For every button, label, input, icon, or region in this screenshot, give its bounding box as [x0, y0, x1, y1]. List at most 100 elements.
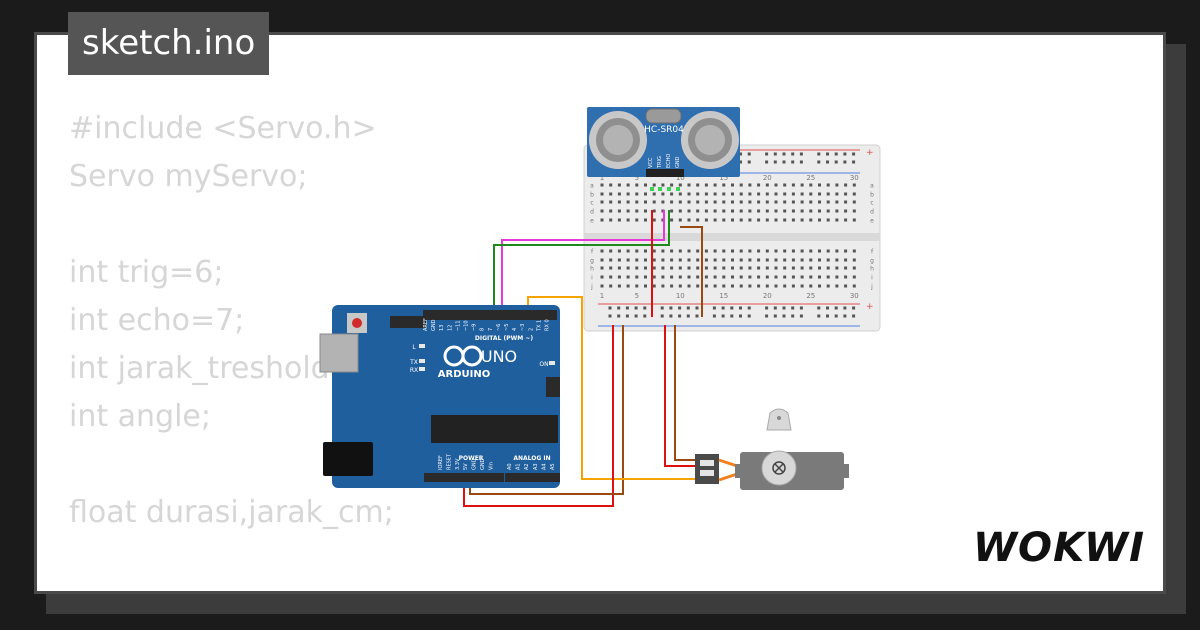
breadboard-hole: [713, 209, 717, 213]
breadboard-column-number: 1: [600, 292, 604, 300]
breadboard-hole: [669, 314, 673, 318]
digital-pin-label: 12: [447, 325, 453, 331]
power-pin-label: GND: [480, 458, 486, 470]
power-pin-label: IOREF: [438, 455, 444, 470]
breadboard-hole: [826, 249, 830, 253]
breadboard-hole: [774, 200, 778, 204]
breadboard-hole: [660, 314, 664, 318]
breadboard-hole: [844, 183, 848, 187]
breadboard-hole: [774, 258, 778, 262]
breadboard-hole: [791, 284, 795, 288]
breadboard-hole: [731, 249, 734, 253]
breadboard-hole: [652, 209, 656, 213]
breadboard-hole: [644, 275, 647, 279]
breadboard-hole: [747, 152, 751, 156]
breadboard-hole: [713, 192, 717, 196]
breadboard-hole: [670, 284, 674, 288]
breadboard-hole: [644, 218, 647, 222]
breadboard-hole: [748, 209, 752, 213]
digital-pin-label: RX 0: [545, 319, 551, 331]
breadboard-hole: [765, 275, 769, 279]
breadboard-hole: [609, 266, 613, 270]
breadboard-hole: [696, 266, 700, 270]
power-pin-label: 5V: [463, 463, 469, 470]
breadboard-hole: [660, 306, 664, 310]
breadboard-hole: [687, 284, 691, 288]
breadboard-hole: [609, 209, 613, 213]
breadboard-hole: [757, 200, 761, 204]
breadboard-hole: [617, 284, 621, 288]
breadboard-hole: [791, 249, 795, 253]
breadboard-hole: [739, 152, 742, 156]
breadboard-hole: [844, 275, 848, 279]
project-card[interactable]: #include <Servo.h> Servo myServo; int tr…: [34, 32, 1166, 594]
breadboard-hole: [678, 218, 682, 222]
breadboard-hole: [652, 249, 656, 253]
breadboard-hole: [809, 275, 813, 279]
breadboard-hole: [765, 200, 769, 204]
breadboard-hole: [783, 183, 787, 187]
breadboard-hole: [600, 258, 604, 262]
breadboard-hole: [626, 192, 630, 196]
breadboard-hole: [626, 183, 630, 187]
breadboard-hole: [748, 183, 752, 187]
breadboard-hole: [712, 314, 716, 318]
breadboard-hole: [617, 200, 621, 204]
code-line: Servo myServo;: [69, 159, 308, 194]
breadboard-hole: [652, 192, 656, 196]
digital-pin-label: 4: [512, 328, 518, 331]
breadboard-hole: [826, 209, 830, 213]
breadboard-column-number: 15: [719, 174, 728, 182]
breadboard-hole: [687, 192, 691, 196]
breadboard-row-letter: a: [590, 183, 594, 190]
breadboard-hole: [730, 306, 734, 310]
breadboard-hole: [757, 209, 761, 213]
breadboard-hole: [843, 160, 847, 164]
breadboard-hole: [747, 306, 751, 310]
analog-pin-label: A5: [550, 463, 556, 470]
breadboard-hole: [739, 192, 743, 196]
breadboard-row-letter: i: [591, 275, 593, 282]
breadboard-hole: [765, 218, 769, 222]
breadboard-hole: [739, 249, 743, 253]
breadboard-hole: [765, 183, 769, 187]
svg-text:+: +: [866, 302, 874, 312]
breadboard-hole: [722, 183, 726, 187]
breadboard-hole: [617, 183, 621, 187]
breadboard-column-number: 25: [806, 292, 815, 300]
breadboard-hole: [713, 183, 717, 187]
breadboard-hole: [600, 200, 604, 204]
breadboard-hole: [686, 306, 690, 310]
breadboard-hole: [774, 183, 778, 187]
breadboard-hole: [713, 200, 717, 204]
led-label: ON: [539, 361, 548, 368]
breadboard-hole: [722, 284, 726, 288]
breadboard-hole: [817, 160, 821, 164]
breadboard-hole: [843, 314, 847, 318]
breadboard-hole: [799, 160, 803, 164]
breadboard-hole: [818, 192, 821, 196]
breadboard-hole: [817, 152, 821, 156]
breadboard-hole: [678, 192, 682, 196]
breadboard-hole: [835, 183, 839, 187]
power-pin-label: 3.3V: [455, 458, 461, 470]
breadboard-hole: [652, 284, 656, 288]
digital-header-label: DIGITAL (PWM ~): [475, 335, 533, 342]
breadboard-hole: [617, 275, 621, 279]
led-label: TX: [409, 359, 418, 366]
breadboard-hole: [644, 192, 647, 196]
sensor-label: HC-SR04: [644, 125, 684, 135]
breadboard-hole: [852, 258, 856, 262]
breadboard-hole: [687, 266, 691, 270]
breadboard-hole: [609, 275, 613, 279]
breadboard-hole: [844, 192, 848, 196]
breadboard-hole: [757, 266, 761, 270]
svg-text:+: +: [866, 148, 874, 158]
breadboard-hole: [731, 275, 734, 279]
breadboard-hole: [765, 314, 769, 318]
servo-motor: [695, 408, 849, 490]
breadboard-hole: [721, 306, 725, 310]
